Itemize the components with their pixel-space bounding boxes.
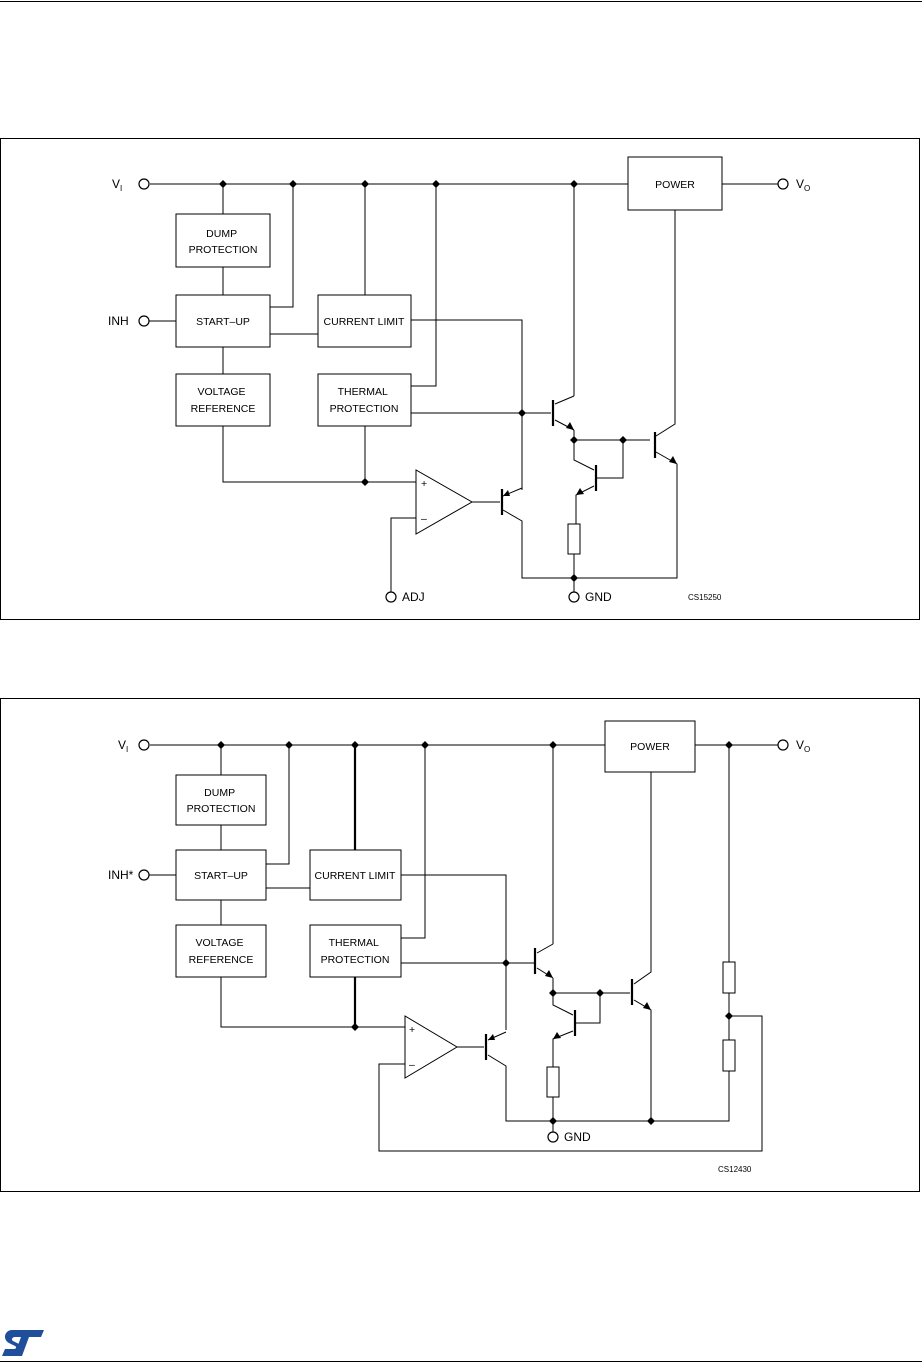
d2-resistor-divider-bottom bbox=[722, 1039, 736, 1072]
d2-dump-protection-block bbox=[175, 774, 267, 826]
d2-terminals bbox=[138, 739, 789, 1143]
d2-op-amp: + – bbox=[404, 1015, 458, 1079]
d1-adj-label: ADJ bbox=[402, 590, 425, 604]
d1-resistor bbox=[567, 523, 581, 555]
top-rule bbox=[0, 1, 922, 2]
d1-voltage-reference-label: VOLTAGE REFERENCE bbox=[191, 386, 256, 415]
svg-text:–: – bbox=[409, 1059, 415, 1071]
d1-thermal-protection-label: THERMAL PROTECTION bbox=[330, 386, 399, 415]
d2-power-label: POWER bbox=[630, 741, 670, 753]
d2-resistor-emitter bbox=[546, 1066, 560, 1098]
d2-start-up-label: START–UP bbox=[194, 870, 248, 882]
d1-terminals bbox=[138, 178, 789, 603]
d2-current-limit-block bbox=[309, 849, 402, 901]
d1-power-block bbox=[627, 156, 723, 211]
d1-vo-label: VO bbox=[796, 177, 810, 193]
d2-transistors bbox=[484, 948, 651, 1060]
d2-gnd-label: GND bbox=[564, 1130, 591, 1144]
d2-inh-label: INH* bbox=[108, 868, 134, 882]
d2-resistor-divider-top bbox=[722, 961, 736, 994]
svg-text:–: – bbox=[421, 513, 427, 525]
d1-start-up-label: START–UP bbox=[196, 316, 250, 328]
d2-voltage-reference-block bbox=[175, 924, 267, 978]
d2-drawing-code: CS12430 bbox=[718, 1165, 752, 1174]
diagram-1-frame bbox=[0, 138, 920, 620]
d1-start-up-block bbox=[175, 294, 271, 348]
svg-text:+: + bbox=[421, 478, 427, 490]
d1-wires bbox=[149, 183, 778, 592]
d1-thermal-protection-block bbox=[317, 373, 412, 427]
d2-thermal-protection-label: THERMAL PROTECTION bbox=[321, 937, 390, 966]
d1-power-label: POWER bbox=[655, 179, 695, 191]
d1-op-amp: + – bbox=[415, 469, 474, 535]
d1-current-limit-block bbox=[317, 294, 412, 348]
d2-start-up-block bbox=[175, 849, 267, 901]
d1-voltage-reference-block bbox=[175, 373, 271, 427]
d1-transistors bbox=[500, 400, 677, 515]
d1-inh-label: INH bbox=[108, 314, 129, 328]
d2-vi-label: VI bbox=[118, 738, 128, 754]
d2-voltage-reference-label: VOLTAGE REFERENCE bbox=[189, 937, 254, 966]
d2-wires bbox=[149, 744, 778, 1152]
d1-current-limit-label: CURRENT LIMIT bbox=[324, 316, 405, 328]
d1-dump-protection-block bbox=[175, 213, 271, 268]
d1-drawing-code: CS15250 bbox=[688, 593, 722, 602]
d2-junctions bbox=[217, 741, 733, 1125]
d1-dump-protection-label: DUMP PROTECTION bbox=[189, 228, 258, 256]
d2-vo-label: VO bbox=[796, 738, 810, 754]
svg-text:+: + bbox=[409, 1024, 415, 1036]
d2-power-block bbox=[604, 720, 696, 773]
d2-dump-protection-label: DUMP PROTECTION bbox=[187, 787, 256, 815]
d1-vi-label: VI bbox=[112, 177, 122, 193]
d2-thermal-protection-block bbox=[309, 924, 402, 978]
d1-junctions bbox=[219, 180, 627, 582]
st-logo-icon bbox=[2, 1330, 44, 1356]
diagram-2-frame bbox=[0, 698, 920, 1192]
d2-current-limit-label: CURRENT LIMIT bbox=[315, 870, 396, 882]
d1-gnd-label: GND bbox=[585, 590, 612, 604]
